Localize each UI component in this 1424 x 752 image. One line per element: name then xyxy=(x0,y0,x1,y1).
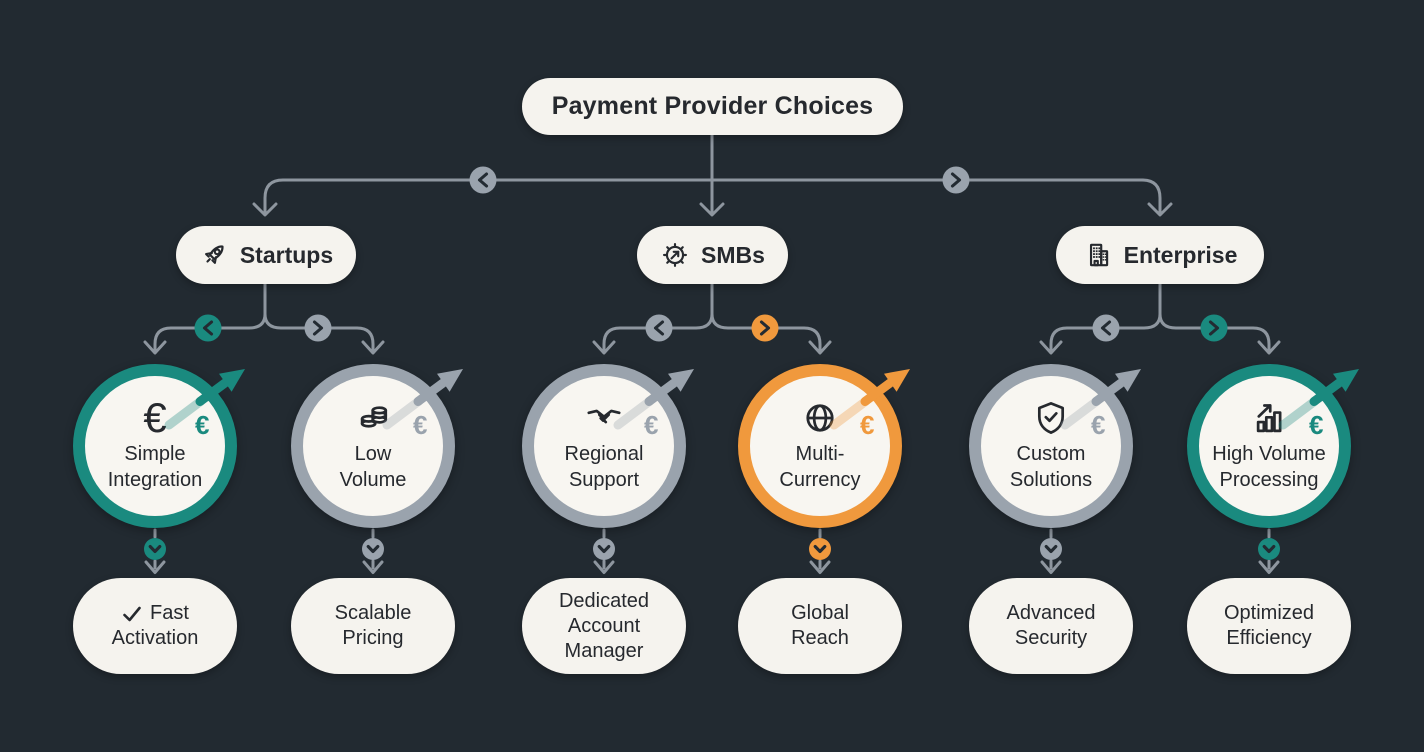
option-label-line2: Volume xyxy=(339,469,407,491)
gear-arrow-icon xyxy=(663,243,688,267)
outcome-fast-activation: Fast Activation xyxy=(73,578,237,674)
rocket-icon xyxy=(204,245,224,264)
category-smbs: SMBs xyxy=(637,226,788,284)
currency-badge: € xyxy=(644,410,659,440)
outcome-optimized-efficiency: Optimized Efficiency xyxy=(1187,578,1351,674)
outcome-label-line1: Optimized xyxy=(1223,602,1315,624)
top-connector xyxy=(252,132,1173,217)
outcome-label-line1: Scalable xyxy=(334,602,412,624)
chevron-right-marker xyxy=(304,314,332,342)
option-label-line2: Currency xyxy=(779,469,861,491)
option-label-line1: Simple xyxy=(124,443,186,465)
option-label-line1: Regional xyxy=(564,443,644,465)
diagram-title-label: Payment Provider Choices xyxy=(551,92,874,120)
option-label-line1: Custom xyxy=(1016,443,1086,465)
drop-connector-3 xyxy=(593,528,615,574)
outcome-dedicated-account-manager: Dedicated Account Manager xyxy=(522,578,686,674)
outcome-label-line3: Manager xyxy=(564,639,644,662)
option-label-line1: Low xyxy=(354,443,392,465)
option-custom-solutions: Custom Solutions € xyxy=(969,364,1133,528)
currency-badge: € xyxy=(1091,410,1106,440)
outcome-label-line2: Activation xyxy=(111,627,199,649)
check-icon xyxy=(123,606,141,621)
outcome-label-line1: Advanced xyxy=(1006,602,1096,624)
chevron-left-marker xyxy=(645,314,673,342)
chevron-right-marker xyxy=(1200,314,1228,342)
shield-check-icon xyxy=(1037,401,1065,435)
category-label: Startups xyxy=(239,241,334,268)
option-multi-currency: Multi- Currency € xyxy=(738,364,902,528)
option-label-line2: Solutions xyxy=(1009,469,1093,491)
outcome-label-line2: Reach xyxy=(791,627,849,649)
branch-smbs xyxy=(592,282,832,355)
branch-startups xyxy=(143,282,385,355)
drop-connector-5 xyxy=(1040,528,1062,574)
outcome-label-line2: Efficiency xyxy=(1226,627,1312,649)
coins-icon xyxy=(360,406,388,428)
currency-badge: € xyxy=(413,410,428,440)
outcome-label-line1: Fast xyxy=(150,602,189,624)
category-startups: Startups xyxy=(176,226,356,284)
option-label-line2: Integration xyxy=(107,469,203,491)
outcome-global-reach: Global Reach xyxy=(738,578,902,674)
chevron-right-marker xyxy=(942,166,970,194)
bar-chart-icon xyxy=(1256,404,1282,433)
option-label-line2: Support xyxy=(568,469,640,491)
outcome-label-line2: Security xyxy=(1014,627,1088,649)
category-label: SMBs xyxy=(701,241,765,268)
outcome-advanced-security: Advanced Security xyxy=(969,578,1133,674)
drop-connector-6 xyxy=(1258,528,1280,574)
currency-badge: € xyxy=(195,410,210,440)
outcome-label-line2: Account xyxy=(567,614,641,637)
option-simple-integration: € Simple Integration € xyxy=(73,364,237,528)
outcome-label-line1: Dedicated xyxy=(558,589,650,612)
chevron-left-marker xyxy=(469,166,497,194)
branch-enterprise xyxy=(1039,282,1281,355)
drop-connector-2 xyxy=(362,528,384,574)
drop-connector-1 xyxy=(144,528,166,574)
outcome-label-line1: Global xyxy=(791,602,849,624)
chevron-left-marker xyxy=(194,314,222,342)
option-label-line1: Multi- xyxy=(795,443,845,465)
currency-badge: € xyxy=(1309,410,1324,440)
handshake-icon xyxy=(587,409,621,424)
outcome-label-line2: Pricing xyxy=(342,627,404,649)
euro-icon: € xyxy=(143,394,167,441)
category-label: Enterprise xyxy=(1123,241,1238,268)
option-label-line1: High Volume xyxy=(1212,443,1326,465)
building-icon xyxy=(1089,243,1108,267)
currency-badge: € xyxy=(860,410,875,440)
chevron-right-marker xyxy=(751,314,779,342)
category-enterprise: Enterprise xyxy=(1056,226,1264,284)
option-low-volume: Low Volume € xyxy=(291,364,455,528)
drop-connector-4 xyxy=(809,528,831,574)
chevron-left-marker xyxy=(1092,314,1120,342)
diagram-title: Payment Provider Choices xyxy=(522,78,903,135)
globe-icon xyxy=(806,404,834,432)
outcome-scalable-pricing: Scalable Pricing xyxy=(291,578,455,674)
option-label-line2: Processing xyxy=(1219,469,1319,491)
option-high-volume-processing: High Volume Processing € xyxy=(1187,364,1351,528)
option-regional-support: Regional Support € xyxy=(522,364,686,528)
